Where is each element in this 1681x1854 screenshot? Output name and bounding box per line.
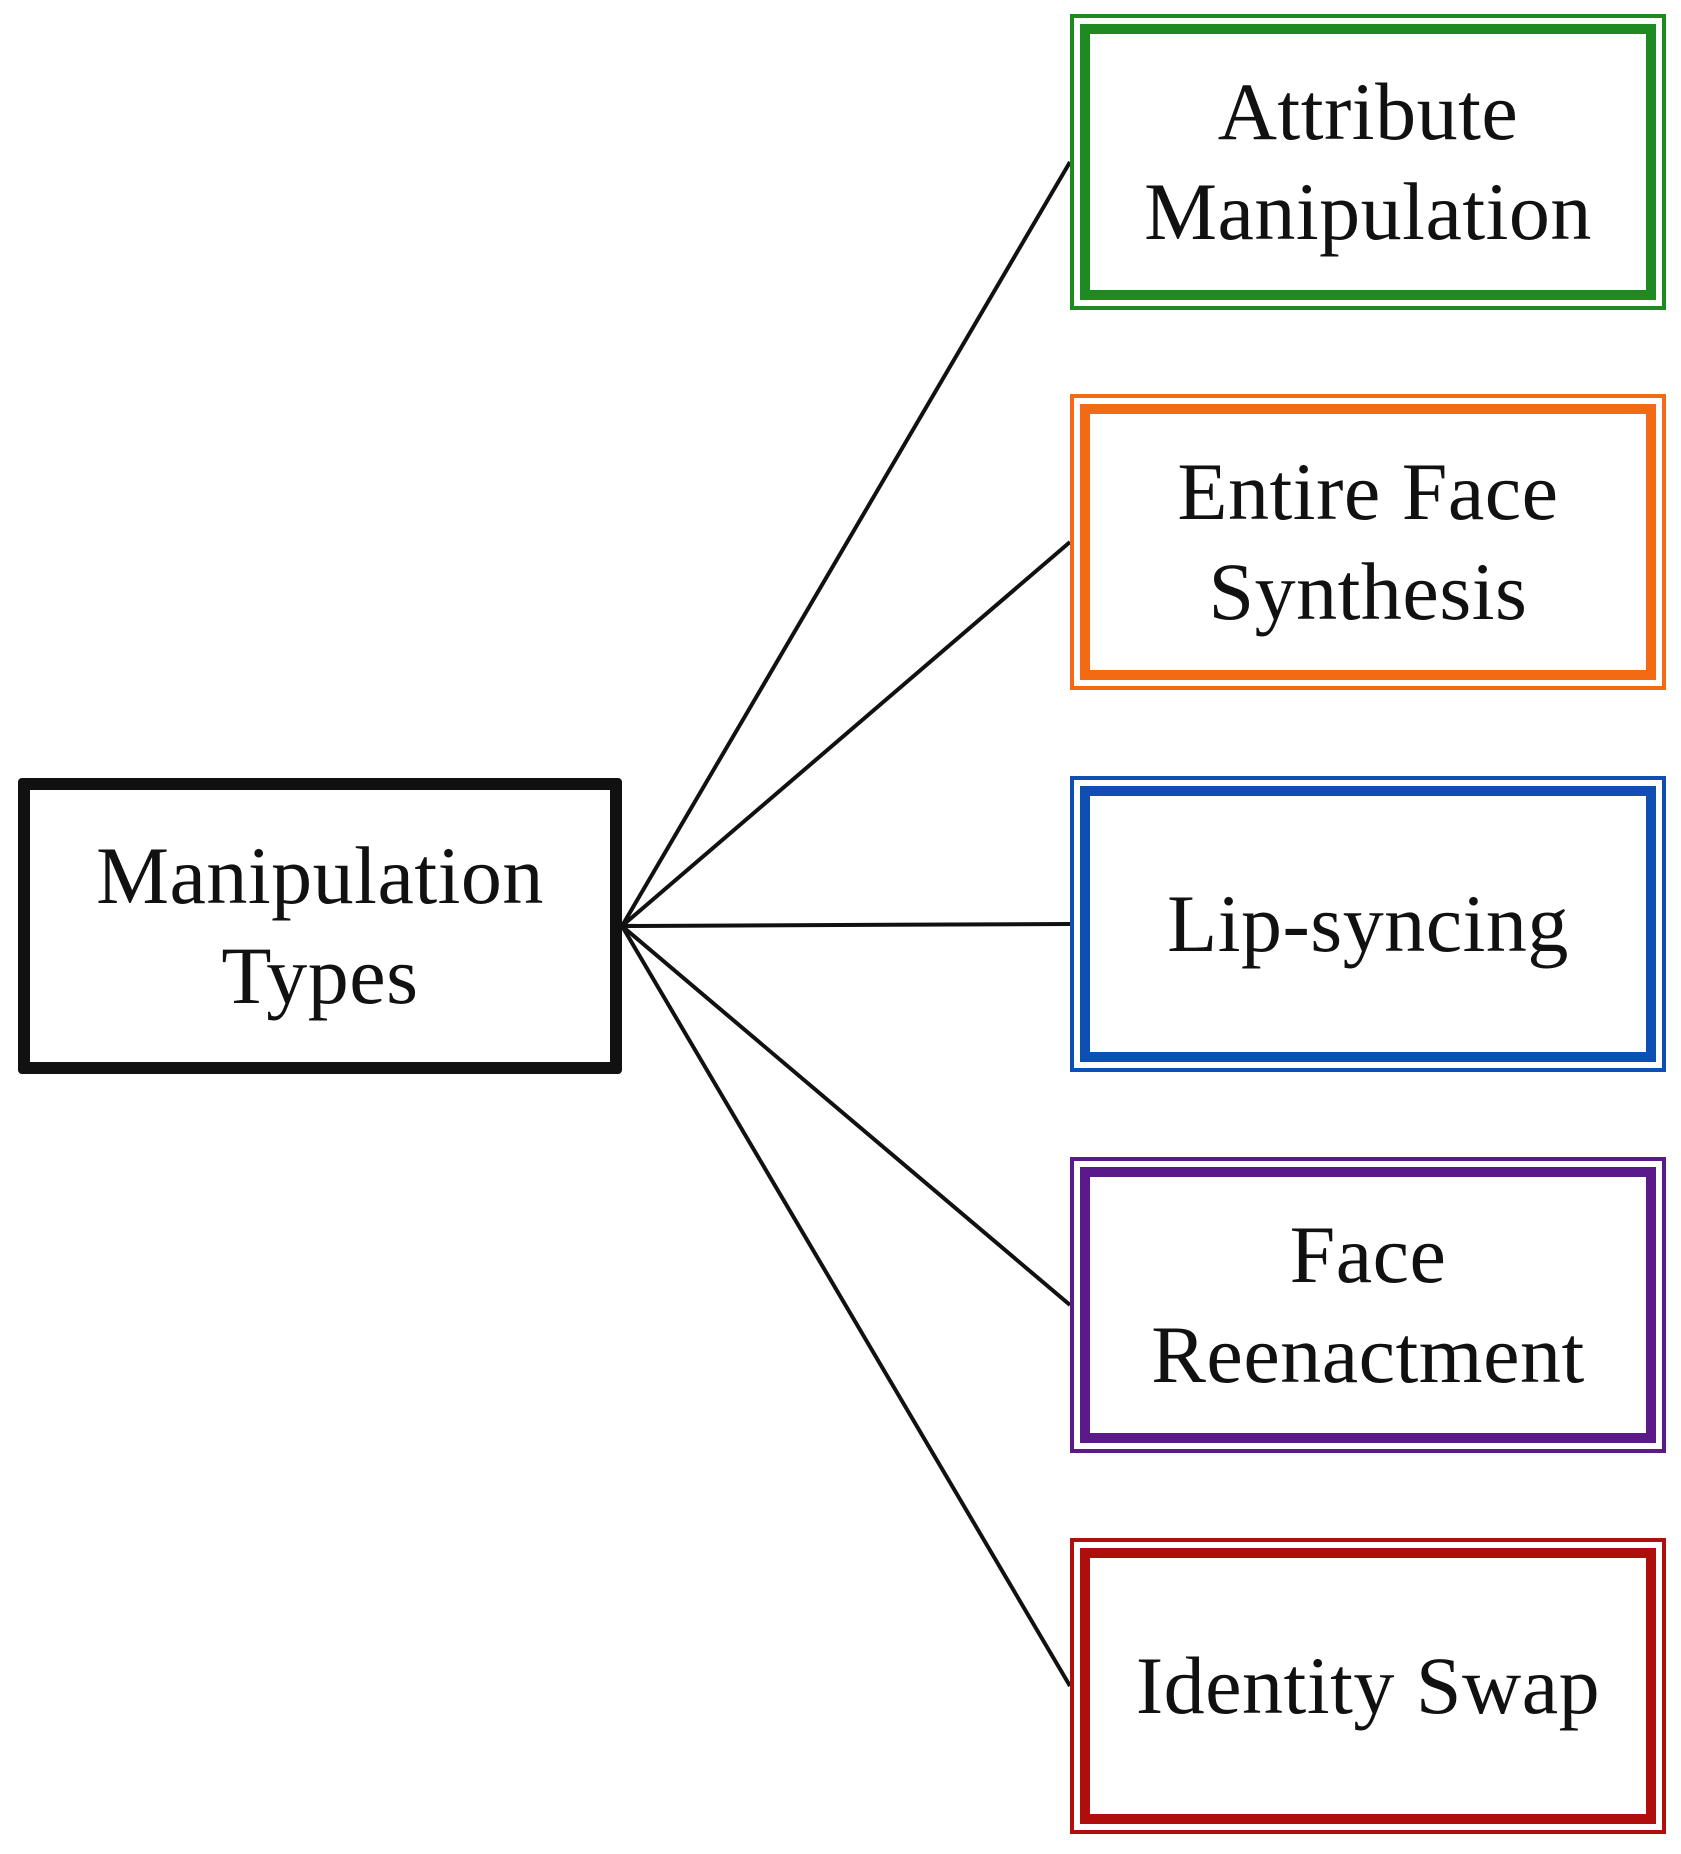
connector-line-attribute-manipulation: [620, 160, 1072, 928]
leaf-node-label: Identity Swap: [1135, 1640, 1601, 1731]
leaf-node-inner-border: Identity Swap: [1080, 1548, 1656, 1824]
leaf-node-lip-syncing: Lip-syncing: [1070, 776, 1666, 1072]
leaf-node-label: Attribute Manipulation: [1144, 66, 1592, 257]
root-node-manipulation-types: Manipulation Types: [18, 778, 622, 1074]
leaf-node-attribute-manipulation: Attribute Manipulation: [1070, 14, 1666, 310]
connector-line-lip-syncing: [621, 922, 1071, 928]
connector-line-entire-face-synthesis: [620, 540, 1072, 928]
leaf-node-face-reenactment: Face Reenactment: [1070, 1157, 1666, 1453]
leaf-node-label: Entire Face Synthesis: [1177, 446, 1559, 637]
leaf-node-entire-face-synthesis: Entire Face Synthesis: [1070, 394, 1666, 690]
leaf-node-inner-border: Lip-syncing: [1080, 786, 1656, 1062]
leaf-node-label: Face Reenactment: [1151, 1209, 1585, 1400]
leaf-node-label: Lip-syncing: [1167, 878, 1569, 969]
leaf-node-inner-border: Face Reenactment: [1080, 1167, 1656, 1443]
leaf-node-inner-border: Attribute Manipulation: [1080, 24, 1656, 300]
connector-line-identity-swap: [620, 924, 1072, 1688]
leaf-node-inner-border: Entire Face Synthesis: [1080, 404, 1656, 680]
leaf-node-identity-swap: Identity Swap: [1070, 1538, 1666, 1834]
connector-line-face-reenactment: [620, 924, 1072, 1307]
root-node-label: Manipulation Types: [96, 830, 544, 1021]
